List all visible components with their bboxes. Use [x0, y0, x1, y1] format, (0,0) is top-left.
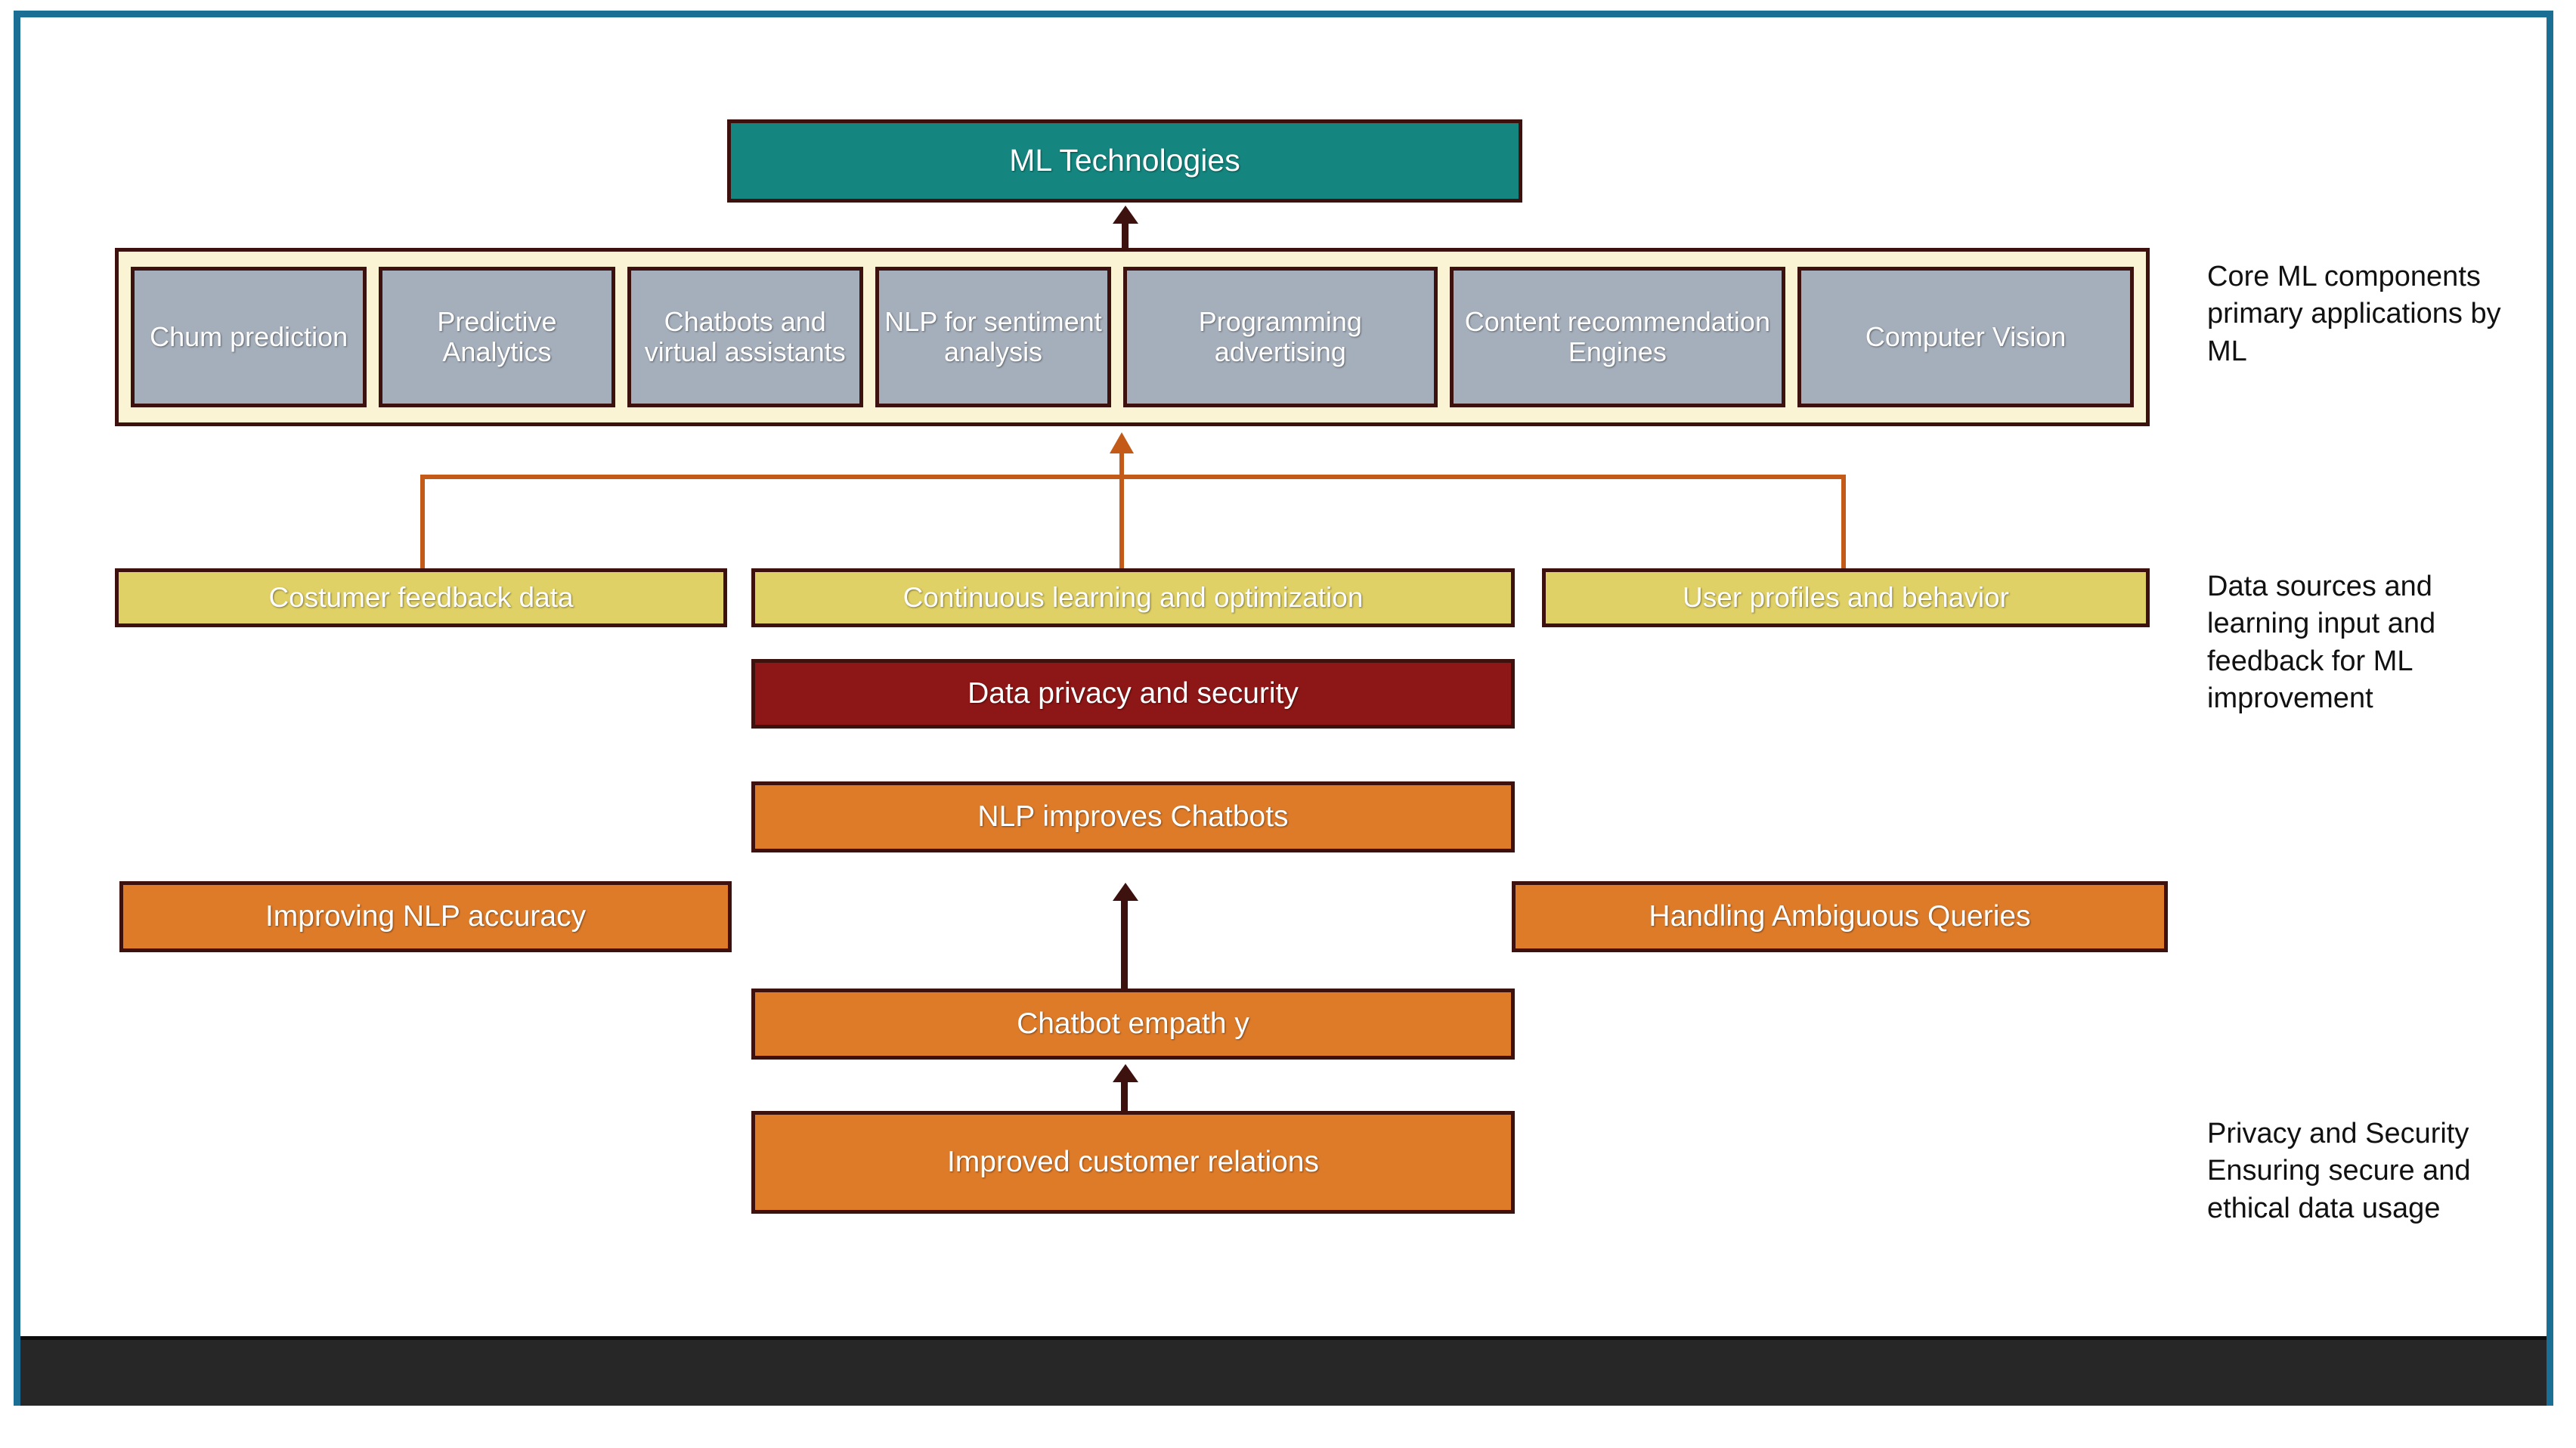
footer-bar [20, 1336, 2547, 1406]
component-computer-vision[interactable]: Computer Vision [1797, 267, 2134, 407]
arrow-up-to-components-icon [1110, 432, 1134, 453]
component-content-recommendation-engines[interactable]: Content recommendation Engines [1449, 267, 1786, 407]
arrow-up-to-ml-technologies-stem [1122, 219, 1129, 251]
nlp-improves-chatbots-box[interactable]: NLP improves Chatbots [751, 781, 1515, 852]
component-chatbots-and-virtual-assistants[interactable]: Chatbots and virtual assistants [627, 267, 863, 407]
annotation-privacy-security: Privacy and Security Ensuring secure and… [2207, 1118, 2471, 1224]
connector-vertical-right-data-source [1841, 475, 1846, 568]
data-privacy-and-security-box[interactable]: Data privacy and security [751, 659, 1515, 729]
annotation-core-ml: Core ML components primary applications … [2207, 261, 2501, 367]
data-source-user-profiles[interactable]: User profiles and behavior [1542, 568, 2150, 627]
connector-horizontal-data-sources [420, 475, 1846, 479]
chatbot-empathy-box[interactable]: Chatbot empath y [751, 989, 1515, 1060]
arrow-up-to-chatbot-empathy-stem [1121, 1079, 1128, 1115]
component-programming-advertising[interactable]: Programming advertising [1123, 267, 1438, 407]
component-chum-prediction[interactable]: Chum prediction [131, 267, 367, 407]
component-nlp-for-sentiment-analysis[interactable]: NLP for sentiment analysis [875, 267, 1112, 407]
handling-ambiguous-queries-box[interactable]: Handling Ambiguous Queries [1512, 881, 2168, 952]
ml-technologies-box[interactable]: ML Technologies [727, 119, 1522, 203]
annotation-data-sources: Data sources and learning input and feed… [2207, 571, 2436, 715]
data-source-costumer-feedback[interactable]: Costumer feedback data [115, 568, 727, 627]
connector-vertical-left-data-source [420, 475, 425, 568]
improved-customer-relations-box[interactable]: Improved customer relations [751, 1111, 1515, 1214]
connector-vertical-center-data-source [1119, 450, 1124, 568]
middle-column-gap [755, 852, 1511, 989]
data-source-continuous-learning[interactable]: Continuous learning and optimization [751, 568, 1515, 627]
improving-nlp-accuracy-box[interactable]: Improving NLP accuracy [119, 881, 732, 952]
arrow-up-to-nlp-improves-stem [1121, 898, 1128, 990]
core-ml-components-strip: Chum prediction Predictive Analytics Cha… [115, 248, 2150, 426]
component-predictive-analytics[interactable]: Predictive Analytics [379, 267, 615, 407]
